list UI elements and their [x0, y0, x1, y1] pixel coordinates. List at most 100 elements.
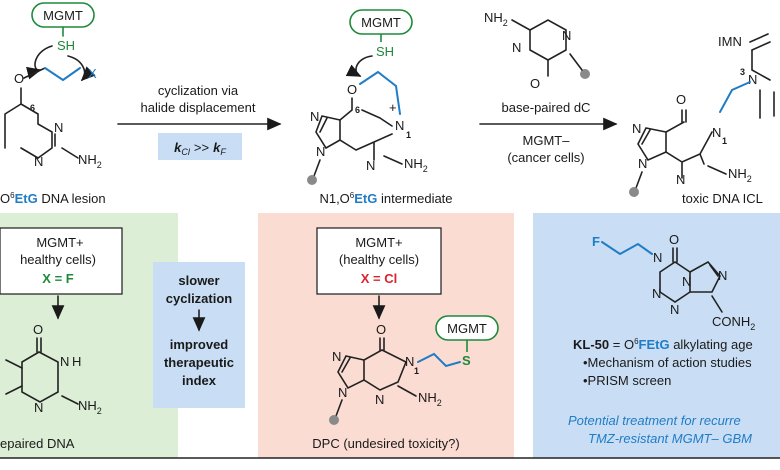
- box-right-b2: •PRISM screen: [583, 373, 671, 388]
- mol2-caption: N1,O6EtG intermediate: [319, 191, 452, 206]
- mol3-sugar-dot: [629, 187, 639, 197]
- box-right: F O N N N N N CONH2 KL-50 = O6FEtG alkyl…: [568, 232, 755, 446]
- arrow1-line2: halide displacement: [141, 100, 256, 115]
- mol3-nh2: NH2: [728, 166, 752, 184]
- mol1-o: O: [14, 71, 24, 86]
- mol2-n-d: N: [366, 158, 375, 173]
- mol2-caption-post: intermediate: [377, 191, 452, 206]
- reaction-arrow-2: NH2 N N O base-paired dC MGMT– (cancer c…: [479, 10, 618, 165]
- mol1-caption-pre: O: [0, 191, 10, 206]
- mol3-n-a: N: [632, 121, 641, 136]
- box-left: MGMT+ healthy cells) X = F O N H N NH2 e…: [0, 227, 123, 451]
- box-right-kl-mid: = O: [609, 337, 634, 352]
- mol2-caption-sup: 6: [350, 191, 355, 200]
- mol3-n-top: N: [748, 72, 757, 87]
- arrow1-kcl-k: k: [174, 140, 182, 155]
- box-right-o: O: [669, 232, 679, 247]
- box-right-conh2: CONH2: [712, 314, 755, 332]
- box-pink-nh2-main: NH: [418, 390, 437, 405]
- mol1-caption-sup: 6: [10, 191, 15, 200]
- box-mid-l3: improved: [170, 337, 229, 352]
- mol2-n-b: N: [316, 144, 325, 159]
- arrow1-kcl-sub: Cl: [181, 147, 190, 157]
- box-right-kl50: KL-50: [573, 337, 609, 352]
- mol2-mgmt-label: MGMT: [361, 15, 401, 30]
- box-pink-sugar-dot: [329, 415, 339, 425]
- arrow2-top: base-paired dC: [502, 100, 591, 115]
- mol1-caption-et: EtG: [15, 191, 38, 206]
- box-left-nh2: NH2: [78, 398, 102, 416]
- mol2-structure: MGMT SH O 6 + N 1 N N N NH2 N1,O6EtG int…: [307, 9, 453, 206]
- box-right-conh2-sub: 2: [750, 322, 755, 332]
- box-left-nh: H: [72, 354, 81, 369]
- box-right-n4: N: [718, 268, 727, 283]
- box-pink-n-a: N: [332, 349, 341, 364]
- mol1-nh2-main: NH: [78, 152, 97, 167]
- box-right-conh2-main: CONH: [712, 314, 750, 329]
- mol2-sugar-dot: [307, 175, 317, 185]
- dc-nh2-main: NH: [484, 10, 503, 25]
- mol1-x: X: [88, 66, 97, 81]
- mol3-nh2-sub: 2: [747, 174, 752, 184]
- arrow1-kf-sub: F: [220, 147, 226, 157]
- box-pink-o: O: [376, 322, 386, 337]
- box-mid-l4: therapeutic: [164, 355, 234, 370]
- dc-nh2: NH2: [484, 10, 508, 28]
- box-pink-nh2-sub: 2: [437, 398, 442, 408]
- box-pink-l3: X = Cl: [361, 271, 398, 286]
- box-left-n-b: N: [34, 400, 43, 415]
- box-right-n5: N: [682, 274, 691, 289]
- arrow2-line1: MGMT–: [523, 133, 571, 148]
- box-pink-n-d: N: [375, 392, 384, 407]
- mol3-pos3: 3: [740, 67, 745, 77]
- box-mid-l2: cyclization: [166, 291, 233, 306]
- dc-sugar-dot: [580, 69, 590, 79]
- box-right-f: F: [592, 234, 600, 249]
- box-right-n1: N: [653, 250, 662, 265]
- mol3-o: O: [676, 92, 686, 107]
- mol1-n-b: N: [34, 154, 43, 169]
- box-right-kl-fet: FEtG: [639, 337, 670, 352]
- mol1-curved-arrow-2: [67, 55, 96, 82]
- box-right-kl-line: KL-50 = O6FEtG alkylating age: [573, 337, 753, 352]
- mol3-pos1: 1: [722, 136, 727, 146]
- box-pink-l1: MGMT+: [355, 235, 402, 250]
- box-pink: MGMT+ (healthy cells) X = Cl MGMT S O N …: [312, 227, 499, 451]
- dc-n-a: N: [512, 40, 521, 55]
- mol1-pos6: 6: [30, 103, 35, 113]
- box-pink-mgmt-label: MGMT: [447, 321, 487, 336]
- arrow2-line2: (cancer cells): [507, 150, 584, 165]
- mol2-plus: +: [389, 100, 397, 115]
- mol2-n-a: N: [310, 109, 319, 124]
- box-left-l1: MGMT+: [36, 235, 83, 250]
- mol1-structure: MGMT SH O X 6 N N NH2 O6EtG DNA lesion: [0, 2, 106, 206]
- panel-right-blue: [533, 213, 780, 458]
- box-right-n2: N: [652, 286, 661, 301]
- mol1-curved-arrow: [26, 45, 53, 80]
- box-left-n-a: N: [60, 354, 69, 369]
- mol2-o: O: [347, 82, 357, 97]
- mol2-nh2-main: NH: [404, 156, 423, 171]
- mol2-nh2: NH2: [404, 156, 428, 174]
- box-right-p2: TMZ-resistant MGMT– GBM: [588, 431, 752, 446]
- mol2-pos1: 1: [406, 130, 411, 140]
- mol1-caption: O6EtG DNA lesion: [0, 191, 106, 206]
- dc-nh2-sub: 2: [503, 18, 508, 28]
- arrow1-relation: >>: [194, 140, 209, 155]
- box-left-condition: [0, 227, 123, 295]
- box-left-l3: X = F: [42, 271, 73, 286]
- box-pink-s: S: [462, 353, 471, 368]
- box-pink-n-b: N: [338, 385, 347, 400]
- box-mid-l1: slower: [178, 273, 219, 288]
- box-pink-pos1: 1: [414, 366, 419, 376]
- box-left-l2: healthy cells): [20, 252, 96, 267]
- box-right-b1: •Mechanism of action studies: [583, 355, 752, 370]
- panel-mid-blue: [153, 262, 245, 408]
- box-pink-nh2: NH2: [418, 390, 442, 408]
- mol2-caption-et: EtG: [354, 191, 377, 206]
- arrow1-rate: kCl>>kF: [174, 140, 226, 157]
- mol3-n-b: N: [638, 156, 647, 171]
- box-pink-n-c: N: [405, 354, 414, 369]
